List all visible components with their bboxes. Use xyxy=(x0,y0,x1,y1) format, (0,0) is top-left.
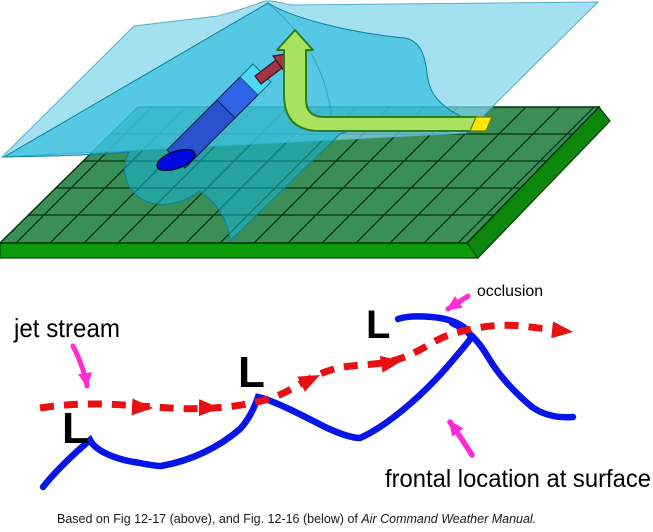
jet-core-tip-band xyxy=(239,63,272,96)
grid-line xyxy=(423,107,561,243)
upper-3d-diagram xyxy=(0,0,653,259)
updraft-origin-marker xyxy=(469,116,493,132)
grid-line xyxy=(628,107,653,243)
frontal-surface-slope xyxy=(2,2,471,243)
grid-line xyxy=(389,107,527,243)
caption-source: Air Command Weather Manual. xyxy=(360,512,536,526)
frontal-dome-edge xyxy=(267,2,334,129)
jet-stream-label: jet stream xyxy=(13,313,120,343)
jet-stream-core-cylinder xyxy=(156,63,272,172)
ground-front-face xyxy=(0,242,480,259)
jet-stream-track-arrowheads xyxy=(131,321,573,417)
grid-line xyxy=(457,107,595,243)
occlusion-label: occlusion xyxy=(477,283,543,300)
occlusion-pointer-arrow xyxy=(445,293,471,312)
jet-core-end-cap xyxy=(156,148,196,172)
lower-surface-chart: jet stream occlusion frontal location at… xyxy=(13,283,651,493)
low-pressure-marker-1: L xyxy=(62,404,89,453)
frontal-location-pointer-arrow xyxy=(447,419,475,458)
frontal-line-warm-tail xyxy=(448,319,577,421)
figure-caption: Based on Fig 12-17 (above), and Fig. 12-… xyxy=(57,512,536,526)
low-pressure-marker-3: L xyxy=(366,303,390,347)
frontal-location-label: frontal location at surface xyxy=(385,465,651,493)
caption-text: Based on Fig 12-17 (above), and Fig. 12-… xyxy=(57,512,361,526)
jet-stream-track xyxy=(39,321,557,413)
low-pressure-marker-2: L xyxy=(238,348,265,397)
jet-stream-pointer-arrow xyxy=(70,343,92,389)
grid-line xyxy=(0,107,17,243)
